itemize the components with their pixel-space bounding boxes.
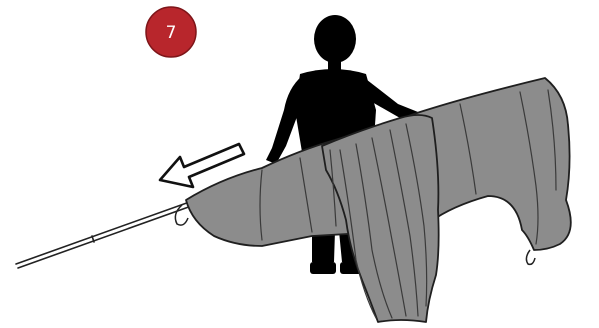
step-badge: 7 bbox=[146, 7, 196, 57]
cloth-tarp bbox=[186, 78, 571, 322]
hook-loop-right bbox=[526, 250, 535, 264]
rope-pole bbox=[16, 200, 197, 268]
person-neck bbox=[328, 58, 341, 70]
person-head bbox=[314, 15, 356, 63]
person-left-foot bbox=[310, 262, 336, 274]
step-number: 7 bbox=[166, 23, 177, 43]
person-left-arm bbox=[266, 76, 302, 164]
pole-line-2 bbox=[18, 204, 197, 268]
pole-line-1 bbox=[16, 200, 195, 264]
